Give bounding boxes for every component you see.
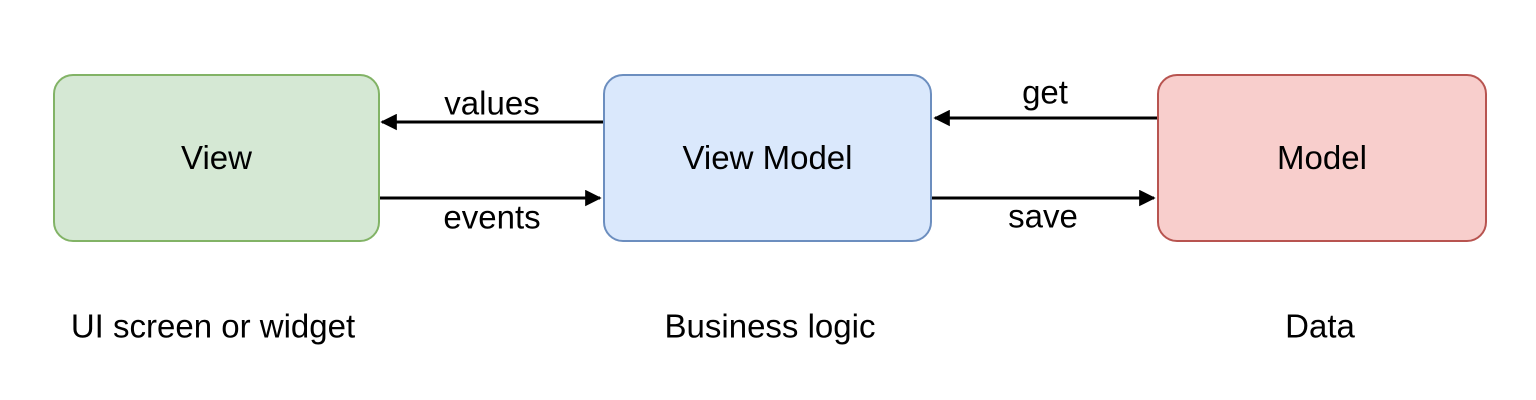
caption-view-model: Business logic [664,307,876,345]
edge-label-events: events [443,198,541,236]
edge-label-get: get [1022,73,1068,111]
node-model: Model [1157,74,1487,242]
edge-label-save: save [1008,197,1078,235]
node-view-model-label: View Model [682,139,853,176]
node-view-label: View [181,139,252,176]
edge-label-values: values [444,84,540,122]
node-model-label: Model [1277,139,1367,176]
caption-view: UI screen or widget [70,307,356,345]
node-view-model: View Model [603,74,932,242]
caption-model: Data [1285,307,1355,345]
node-view: View [53,74,380,242]
